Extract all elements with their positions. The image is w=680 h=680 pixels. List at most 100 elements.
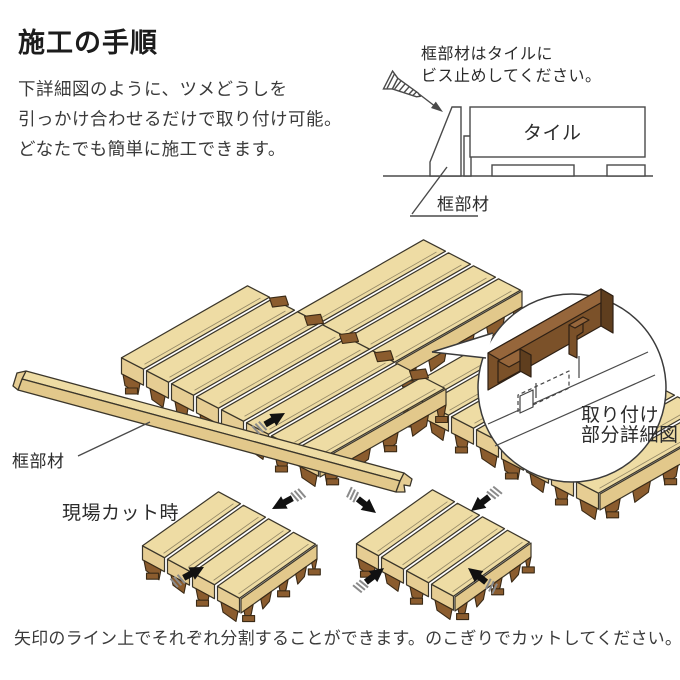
seam-connector <box>373 350 395 363</box>
arrow-hatch <box>176 574 186 585</box>
tile-base-connector <box>295 566 307 585</box>
direction-arrows <box>169 413 503 595</box>
cross-section-diagram: 框部材はタイルに ビス止めしてください。 タイル <box>382 44 653 217</box>
arrow-shaft <box>363 573 376 585</box>
cut-tile-right <box>355 489 535 621</box>
attach-direction-arrow <box>251 413 285 435</box>
tile-base-connector <box>429 421 446 441</box>
tile-slat-top <box>145 298 296 383</box>
arrow-hatch <box>352 491 360 503</box>
cut-direction-arrow <box>352 568 384 594</box>
tile-side-face <box>599 447 680 511</box>
detail-inset: 取り付け 部分詳細図 <box>431 288 679 483</box>
arrow-hatch <box>173 576 183 586</box>
arrow-head <box>368 568 384 583</box>
cut-direction-arrow <box>468 568 498 595</box>
arrow-hatch <box>297 488 307 499</box>
tile-base-connector <box>479 447 498 468</box>
tile-cleat-tab <box>463 135 472 177</box>
inset-caption-line-2: 部分詳細図 <box>581 424 679 446</box>
tile-base-connector <box>632 480 651 503</box>
arrow-hatch <box>254 423 264 433</box>
arrow-hatch <box>484 578 492 590</box>
tile-base-foot <box>242 615 256 623</box>
tile-foot-2 <box>606 164 646 177</box>
bracket-hook-left-side <box>519 348 532 378</box>
slat-chamfer <box>213 530 284 581</box>
mating-claw-dashed <box>517 370 570 413</box>
slat-chamfer <box>319 388 436 456</box>
screw-icon <box>382 69 422 98</box>
slat-chamfer <box>427 528 498 579</box>
arrow-hatch <box>290 491 300 502</box>
connector-detail <box>487 288 656 447</box>
arrow-hatch <box>293 490 303 500</box>
inset-tail-edge-1 <box>431 332 494 353</box>
bracket-end <box>600 288 614 334</box>
tile-base-connector <box>529 473 546 493</box>
instruction-line-1: 下詳細図のように、ツメどうしを <box>18 80 287 100</box>
edge-strip <box>12 370 413 493</box>
cut-tile-left <box>141 491 321 623</box>
seam-connector <box>303 313 325 326</box>
tile-base-foot <box>384 445 398 453</box>
arrow-hatch <box>489 488 500 498</box>
slat-chamfer <box>163 503 234 554</box>
slat-chamfer <box>402 514 473 566</box>
arrow-hatch <box>355 581 366 591</box>
inset-tail-fill <box>432 333 493 358</box>
slat-chamfer <box>194 323 311 391</box>
tile-slat-top <box>120 285 271 370</box>
tile-slat-top <box>191 518 292 586</box>
slat-chamfer <box>238 543 309 595</box>
tile-base-connector <box>220 601 239 622</box>
arrow-head <box>468 568 484 583</box>
edge-label-leader <box>411 166 448 215</box>
slat-chamfer <box>294 375 411 443</box>
edge-strip-left-cap <box>12 370 27 391</box>
cut-section-label: 現場カット時 <box>62 502 179 524</box>
inset-guide-line-1 <box>494 374 656 447</box>
edge-strip-right-cap <box>395 472 413 493</box>
tile-slat-top <box>430 529 531 597</box>
mating-claw-post <box>519 389 534 414</box>
slat-chamfer <box>345 264 462 332</box>
tile-slat-top <box>405 516 506 584</box>
slat-chamfer <box>599 441 680 489</box>
tile-base-foot <box>521 566 535 574</box>
cut-direction-arrow <box>272 488 307 509</box>
arrow-head <box>471 496 487 511</box>
tile-base-connector <box>410 414 429 437</box>
arrow-head <box>360 498 376 513</box>
arrow-hatch <box>492 485 503 495</box>
arrow-shaft <box>355 496 368 508</box>
tile-base-connector <box>434 599 453 620</box>
edge-piece-profile <box>429 106 462 177</box>
slat-chamfer <box>144 297 261 365</box>
instruction-line-3: どなたでも簡単に施工できます。 <box>18 140 286 160</box>
tile-base-connector <box>509 564 521 583</box>
arrow-hatch <box>486 490 497 500</box>
seam-connector <box>268 295 290 308</box>
tile-base-foot <box>274 465 289 473</box>
tile-base-connector <box>260 590 272 610</box>
tile-base-foot <box>664 478 678 486</box>
tile-base-foot <box>195 599 210 607</box>
seam-connector <box>338 331 360 345</box>
slat-chamfer <box>395 290 512 358</box>
arrow-hatch <box>358 579 369 589</box>
cut-tile-illustration <box>141 489 535 623</box>
arrow-head <box>272 496 288 509</box>
page-title: 施工の手順 <box>18 28 158 59</box>
arrow-shaft <box>479 494 492 506</box>
tile-slat-top <box>355 489 456 557</box>
tile-base-connector <box>474 588 486 608</box>
tile-base-foot <box>554 498 569 506</box>
arrow-hatch <box>352 584 363 594</box>
arrow-hatch <box>488 580 495 592</box>
tile-profile <box>469 106 646 158</box>
screw-pointer-arrow <box>418 93 443 112</box>
arrow-hatch <box>169 577 179 588</box>
tile-base-foot <box>606 511 620 519</box>
